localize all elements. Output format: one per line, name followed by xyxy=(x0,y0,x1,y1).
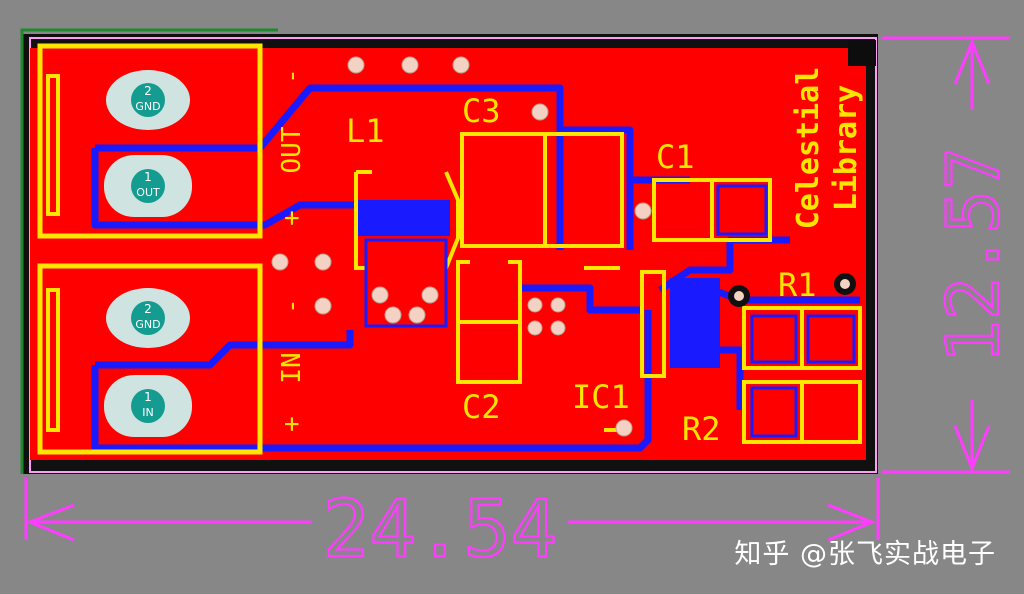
out-plus: + xyxy=(277,210,307,226)
pad-label-num: 1 xyxy=(144,170,152,184)
connector-out-block xyxy=(37,43,263,239)
r2-footprint xyxy=(742,380,862,444)
pad-label-num: 2 xyxy=(144,84,152,98)
label-l1: L1 xyxy=(346,112,385,150)
height-dimension xyxy=(882,36,1010,474)
label-c1: C1 xyxy=(656,138,695,176)
pad-in xyxy=(104,375,192,437)
pad-label-name: GND xyxy=(135,318,160,331)
c2-footprint xyxy=(456,260,522,384)
out-label: OUT xyxy=(277,126,307,173)
width-dimension xyxy=(24,478,880,542)
l1-pad xyxy=(364,238,448,328)
board-name-line1: Celestial xyxy=(791,67,826,230)
ic1-footprint xyxy=(584,266,666,432)
board-name-line2: Library xyxy=(829,85,864,211)
black-vias xyxy=(728,273,856,307)
c1-footprint xyxy=(652,178,772,242)
c3-footprint xyxy=(460,132,624,248)
pad-label-num: 1 xyxy=(144,390,152,404)
width-dim-text: 24.54 xyxy=(323,485,558,575)
pad-label-name: GND xyxy=(135,100,160,113)
in-label: IN xyxy=(277,352,307,383)
keepout-line xyxy=(20,28,278,474)
connector-in-block xyxy=(37,263,263,455)
label-r2: R2 xyxy=(682,410,721,448)
l1-bottom-pad xyxy=(358,200,450,236)
label-r1: R1 xyxy=(778,266,817,304)
c1-pad xyxy=(716,184,768,236)
label-ic1: IC1 xyxy=(572,378,630,416)
out-minus: - xyxy=(277,68,307,84)
in-plus: + xyxy=(277,416,307,432)
r1-pad xyxy=(750,314,798,364)
pad-out xyxy=(104,155,192,217)
pad-gnd-out xyxy=(106,70,190,130)
label-c3: C3 xyxy=(462,92,501,130)
pad-label-name: IN xyxy=(142,406,153,419)
vias xyxy=(271,56,652,437)
pad-gnd-in xyxy=(106,288,190,348)
height-dim-text: 12.57 xyxy=(931,147,1015,364)
label-c2: C2 xyxy=(462,388,501,426)
r1-pad xyxy=(806,314,856,364)
pad-label-num: 2 xyxy=(144,302,152,316)
in-minus: - xyxy=(277,298,307,314)
board-corner-black xyxy=(848,40,876,66)
watermark: 知乎 @张飞实战电子 xyxy=(734,539,996,570)
ic1-bottom-pad xyxy=(670,278,720,368)
r2-pad xyxy=(750,386,798,438)
r1-footprint xyxy=(742,306,862,370)
pad-label-name: OUT xyxy=(136,186,160,199)
